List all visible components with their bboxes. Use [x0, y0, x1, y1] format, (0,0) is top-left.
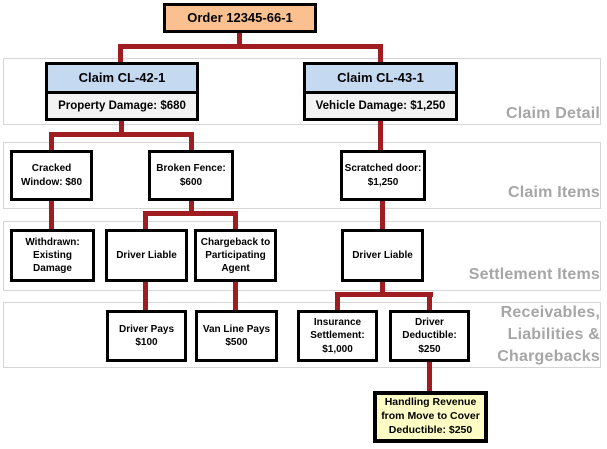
connector-claim1-stub — [119, 121, 124, 137]
connector-driver-liable-right-stub — [380, 282, 385, 296]
node-driver-deductible: Driver Deductible: $250 — [389, 310, 470, 362]
connector-cracked-window-to-withdrawn — [49, 201, 54, 229]
claim-cl-42-1-subtitle: Property Damage: $680 — [48, 93, 196, 118]
node-driver-pays: Driver Pays $100 — [106, 310, 187, 362]
connector-order-to-claim1 — [118, 44, 123, 62]
connector-scratched-door-to-driver-liable — [380, 201, 385, 229]
row-label-settlement-items: Settlement Items — [468, 266, 600, 283]
connector-claim1-to-cracked-window — [49, 132, 54, 150]
connector-order-to-claim2 — [378, 44, 383, 62]
connector-driver-liable-to-driver-pays — [143, 282, 148, 310]
node-driver-liable-left: Driver Liable — [105, 229, 188, 282]
claim-cl-42-1-title: Claim CL-42-1 — [48, 65, 196, 94]
connector-order-stub — [237, 33, 242, 49]
node-scratched-door: Scratched door: $1,250 — [340, 150, 426, 201]
row-label-claim-items: Claim Items — [507, 184, 600, 201]
connector-deductible-to-handling-revenue — [427, 362, 432, 391]
node-driver-liable-right: Driver Liable — [341, 229, 424, 282]
connector-to-chargeback — [233, 211, 238, 229]
connector-driver-liable-right-horizontal — [335, 292, 433, 297]
connector-broken-fence-horizontal — [143, 211, 238, 216]
connector-to-driver-liable-left — [143, 211, 148, 229]
node-handling-revenue: Handling Revenue from Move to Cover Dedu… — [373, 391, 488, 443]
connector-to-insurance-settlement — [335, 292, 340, 310]
node-order: Order 12345-66-1 — [163, 3, 317, 33]
node-cracked-window: Cracked Window: $80 — [10, 150, 93, 201]
row-label-claim-detail: Claim Detail — [506, 105, 600, 122]
connector-chargeback-to-van-line-pays — [233, 282, 238, 310]
connector-claim2-to-scratched-door — [378, 121, 383, 150]
node-chargeback-agent: Chargeback to Participating Agent — [194, 229, 277, 282]
connector-claim1-horizontal — [49, 132, 194, 137]
claim-cl-43-1-subtitle: Vehicle Damage: $1,250 — [306, 93, 455, 118]
row-label-receivables: Receivables, Liabilities & Chargebacks — [497, 304, 600, 365]
connector-order-horizontal — [118, 44, 383, 49]
node-van-line-pays: Van Line Pays $500 — [195, 310, 278, 362]
connector-claim1-to-broken-fence — [189, 132, 194, 150]
claim-cl-43-1-title: Claim CL-43-1 — [306, 65, 455, 94]
connector-to-driver-deductible — [427, 292, 432, 310]
band-claim-items — [3, 142, 601, 209]
node-broken-fence: Broken Fence: $600 — [148, 150, 234, 201]
node-claim-cl-43-1: Claim CL-43-1 Vehicle Damage: $1,250 — [303, 62, 458, 121]
connector-broken-fence-stub — [189, 201, 194, 215]
band-settlement-items — [3, 221, 601, 291]
node-insurance-settlement: Insurance Settlement: $1,000 — [297, 310, 378, 362]
node-withdrawn: Withdrawn: Existing Damage — [10, 229, 95, 282]
node-claim-cl-42-1: Claim CL-42-1 Property Damage: $680 — [45, 62, 199, 121]
